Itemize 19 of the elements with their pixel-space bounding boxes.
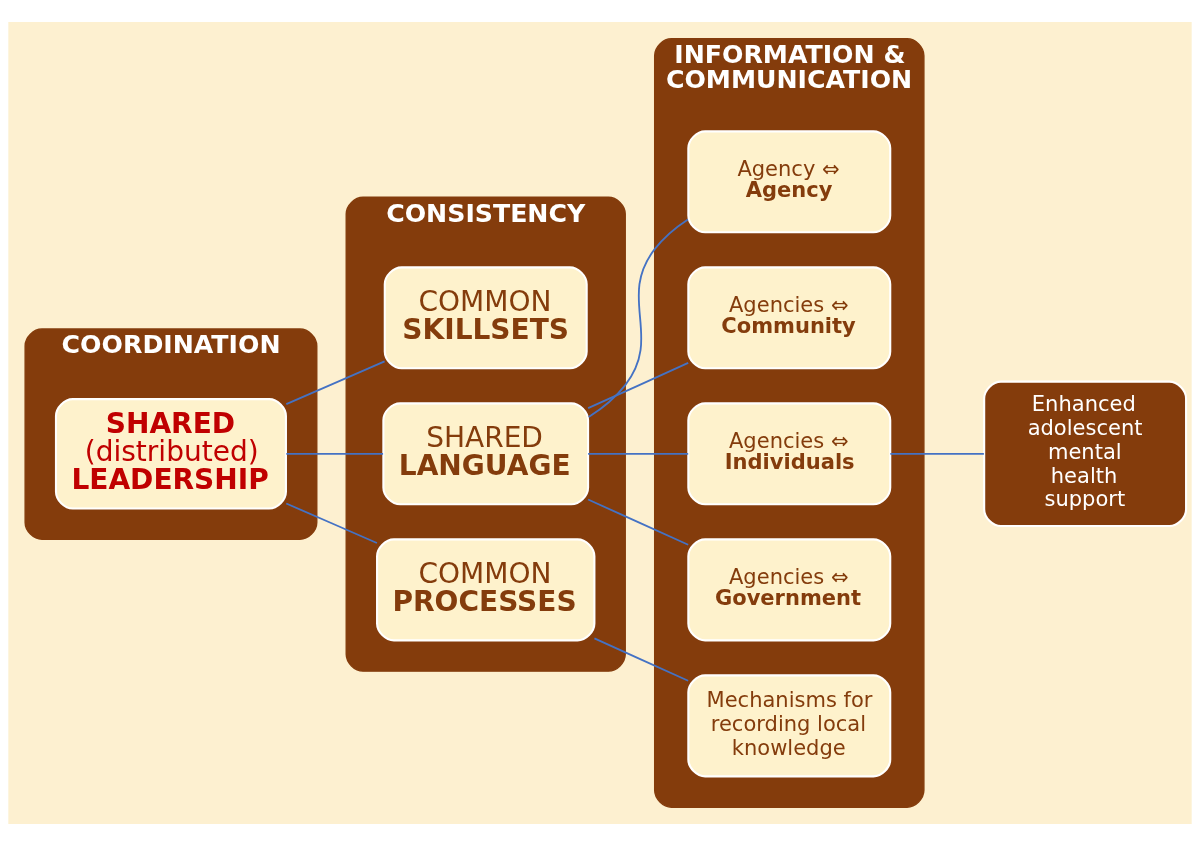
node-box: SHARED LANGUAGE bbox=[382, 402, 590, 506]
node-box: COMMON PROCESSES bbox=[376, 538, 596, 642]
connector bbox=[285, 360, 386, 406]
connector bbox=[593, 637, 690, 682]
node-box: SHARED (distributed) LEADERSHIP bbox=[54, 398, 287, 510]
connector bbox=[587, 218, 689, 418]
node-box: Agencies ⇔ Government bbox=[687, 538, 892, 642]
connector bbox=[587, 452, 690, 455]
connector bbox=[285, 452, 384, 455]
node-box: Enhanced adolescent mental health support bbox=[983, 380, 1188, 528]
connector bbox=[889, 452, 985, 455]
connector bbox=[587, 498, 690, 546]
node-box: Mechanisms for recording local knowledge bbox=[687, 674, 892, 778]
node-box: Agencies ⇔ Community bbox=[687, 266, 892, 370]
node-box: COMMON SKILLSETS bbox=[383, 266, 588, 370]
connector bbox=[587, 362, 690, 410]
connector bbox=[285, 502, 378, 544]
node-box: Agencies ⇔ Individuals bbox=[687, 402, 892, 506]
node-box: Agency ⇔ Agency bbox=[687, 130, 892, 234]
